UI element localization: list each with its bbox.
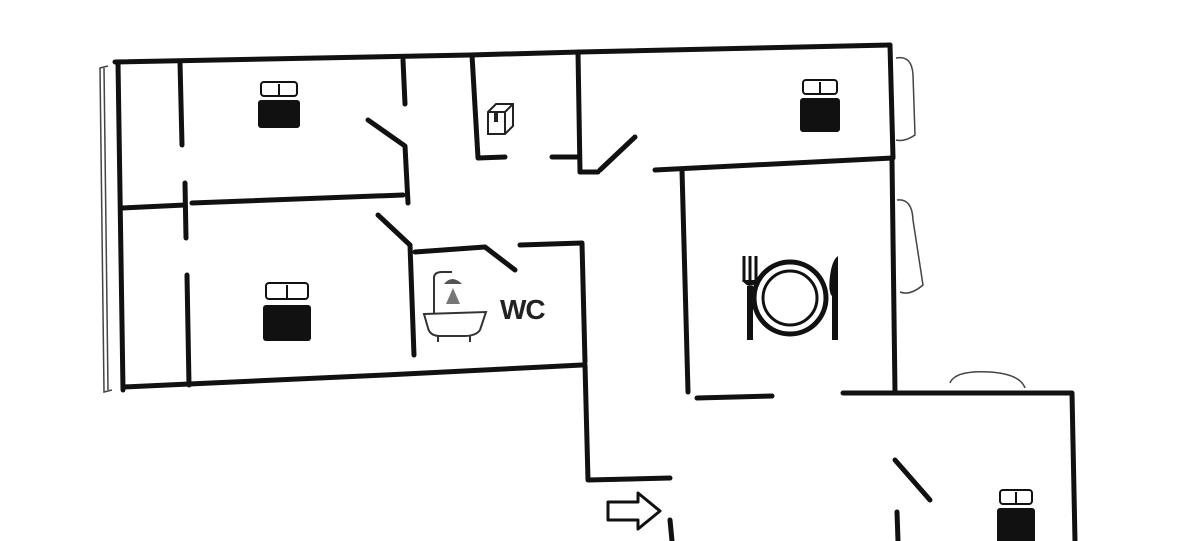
- bed-icon: [800, 79, 840, 132]
- bathtub-shower-icon: [422, 271, 488, 342]
- entrance-arrow-icon: [606, 491, 662, 531]
- wc-label: WC: [500, 294, 546, 325]
- bed-icon: [997, 489, 1035, 541]
- bed-icon: [263, 282, 311, 341]
- window-icon: [99, 56, 1026, 393]
- box-icon: [487, 103, 514, 135]
- bed-icon: [258, 81, 300, 128]
- walls: [112, 42, 1078, 541]
- plate-cutlery-icon: [742, 256, 838, 340]
